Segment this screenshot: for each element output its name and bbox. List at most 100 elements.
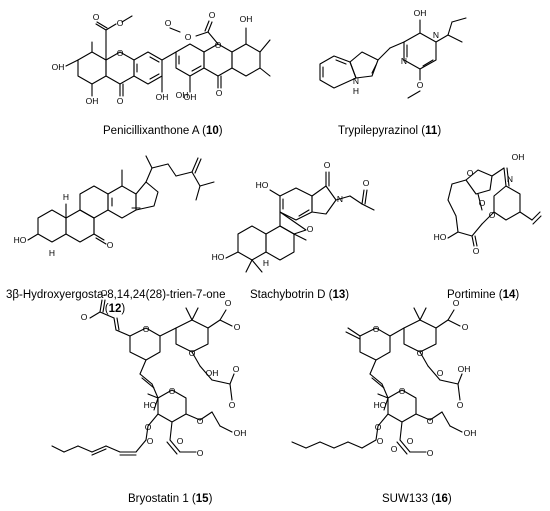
atom-label: N [337, 194, 343, 204]
compound-name: Stachybotrin D [250, 289, 326, 301]
atom-label: O [197, 448, 204, 458]
atom-label: HO [14, 235, 27, 245]
atom-label: OH [184, 92, 197, 102]
compound-name: Trypilepyrazinol [338, 125, 419, 137]
atom-label: N [401, 56, 407, 66]
atom-label: OH [176, 90, 189, 100]
atom-label: O [143, 324, 150, 334]
atom-label: O [216, 88, 223, 98]
atom-label: O [101, 288, 108, 298]
atom-label: O [229, 400, 236, 410]
atom-label: O [437, 368, 444, 378]
compound-label-13: Stachybotrin D (13) [250, 289, 350, 301]
atom-label: OH [414, 8, 427, 18]
atom-label: OH [156, 92, 169, 102]
atom-label: O [479, 198, 486, 208]
atom-label: HO [144, 400, 157, 410]
atom-label: HO [212, 252, 225, 262]
atom-label: O [234, 322, 241, 332]
atom-label: O [81, 312, 88, 322]
atom-label: H [63, 192, 69, 202]
atom-label: O [324, 160, 331, 170]
atom-label: O [117, 48, 124, 58]
atom-label: O [373, 324, 380, 334]
atom-label: O [185, 32, 192, 42]
atom-label: O [117, 96, 124, 106]
compound-label-14: Portimine (14) [447, 289, 520, 301]
atom-label: H [263, 258, 269, 268]
atom-label: HO [256, 180, 269, 190]
atom-label: OH [240, 14, 253, 24]
atom-label: O [375, 422, 382, 432]
atom-label: O [177, 436, 184, 446]
compound-name: Portimine [447, 289, 496, 301]
atom-label: O [391, 444, 398, 454]
atom-label: O [407, 436, 414, 446]
atom-label: O [145, 422, 152, 432]
atom-label: O [225, 298, 232, 308]
atom-label: O [399, 386, 406, 396]
atom-label: N [353, 76, 359, 86]
compound-number: 15 [195, 493, 209, 505]
atom-label: O [427, 416, 434, 426]
atom-label: OH [206, 368, 219, 378]
atom-label: HO [374, 400, 387, 410]
atom-label: O [165, 18, 172, 28]
atom-label: O [363, 178, 370, 188]
atom-label: O [209, 10, 216, 20]
atom-label: O [457, 400, 464, 410]
compound-number: 16 [435, 493, 448, 505]
atom-label: O [473, 246, 480, 256]
atom-label: O [462, 322, 469, 332]
atom-label: H [49, 248, 55, 258]
atom-label: H [353, 86, 359, 96]
atom-label: OH [512, 152, 525, 162]
atom-label: OH [234, 428, 247, 438]
compound-label-12: 3β-Hydroxyergosta-8,14,24(28)-trien-7-on… [6, 289, 226, 315]
atom-label: O [489, 210, 496, 220]
structure-bryostatin-1 [51, 299, 235, 456]
compound-label-10: Penicillixanthone A (10) [103, 125, 223, 137]
compound-label-11: Trypilepyrazinol (11) [338, 125, 442, 137]
atom-label: O [453, 298, 460, 308]
compound-number: 11 [425, 125, 438, 137]
compound-label-15: Bryostatin 1 (15) [128, 493, 213, 505]
compound-number: 14 [502, 289, 516, 301]
compound-name: Bryostatin 1 [128, 493, 189, 505]
atom-label: O [147, 436, 154, 446]
compound-number: 10 [205, 125, 219, 137]
compound-name: Penicillixanthone A [103, 125, 199, 137]
atom-label: HO [434, 232, 447, 242]
structure-ergosta-trienone [27, 155, 215, 245]
atom-label: OH [52, 62, 65, 72]
structure-trypilepyrazinol [319, 17, 467, 99]
atom-label: O [417, 80, 424, 90]
structure-suw133 [291, 307, 463, 455]
atom-label: O [107, 240, 114, 250]
atom-label: O [417, 348, 424, 358]
structure-stachybotrin-d [225, 171, 375, 273]
atom-label: N [507, 174, 513, 184]
atom-label: O [427, 448, 434, 458]
atom-label: O [93, 12, 100, 22]
atom-label: O [307, 224, 314, 234]
atom-label: O [233, 364, 240, 374]
atom-label: OH [464, 428, 477, 438]
atom-label: N [433, 30, 439, 40]
atom-label: O [215, 40, 222, 50]
compound-name: SUW133 [382, 493, 429, 505]
structure-penicillixanthone-a [65, 15, 271, 97]
atom-labels: O O OH OH O O OH OH O O O OH OH O O OH N… [14, 8, 525, 458]
compound-label-16: SUW133 (16) [382, 493, 452, 505]
atom-label: O [197, 416, 204, 426]
compound-number: 13 [332, 289, 346, 301]
atom-label: O [169, 386, 176, 396]
atom-label: OH [86, 96, 99, 106]
compound-name: 3β-Hydroxyergosta-8,14,24(28)-trien-7-on… [6, 289, 226, 301]
atom-label: O [467, 168, 474, 178]
compound-number: 12 [108, 303, 122, 315]
atom-label: O [377, 436, 384, 446]
atom-label: OH [458, 364, 471, 374]
atom-label: O [189, 348, 196, 358]
